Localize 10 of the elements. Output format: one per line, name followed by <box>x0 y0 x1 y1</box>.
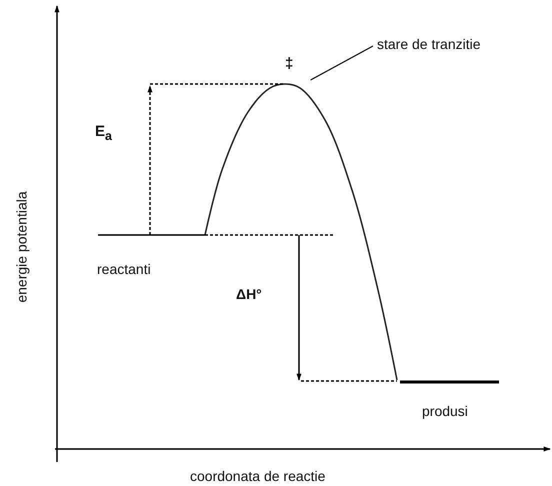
callout-label: stare de tranzitie <box>377 37 480 51</box>
products-label: produsi <box>422 404 468 418</box>
enthalpy-label: ΔH° <box>236 287 262 301</box>
energy-curve <box>204 83 398 380</box>
activation-energy-label: E$_{a}$ <box>95 124 112 142</box>
y-axis-title: energie potentiala <box>15 191 29 303</box>
leader-line <box>310 46 374 80</box>
reactants-label: reactanti <box>97 262 151 276</box>
x-axis-title: coordonata de reactie <box>190 469 326 483</box>
double-dagger-symbol: ‡ <box>285 56 294 71</box>
